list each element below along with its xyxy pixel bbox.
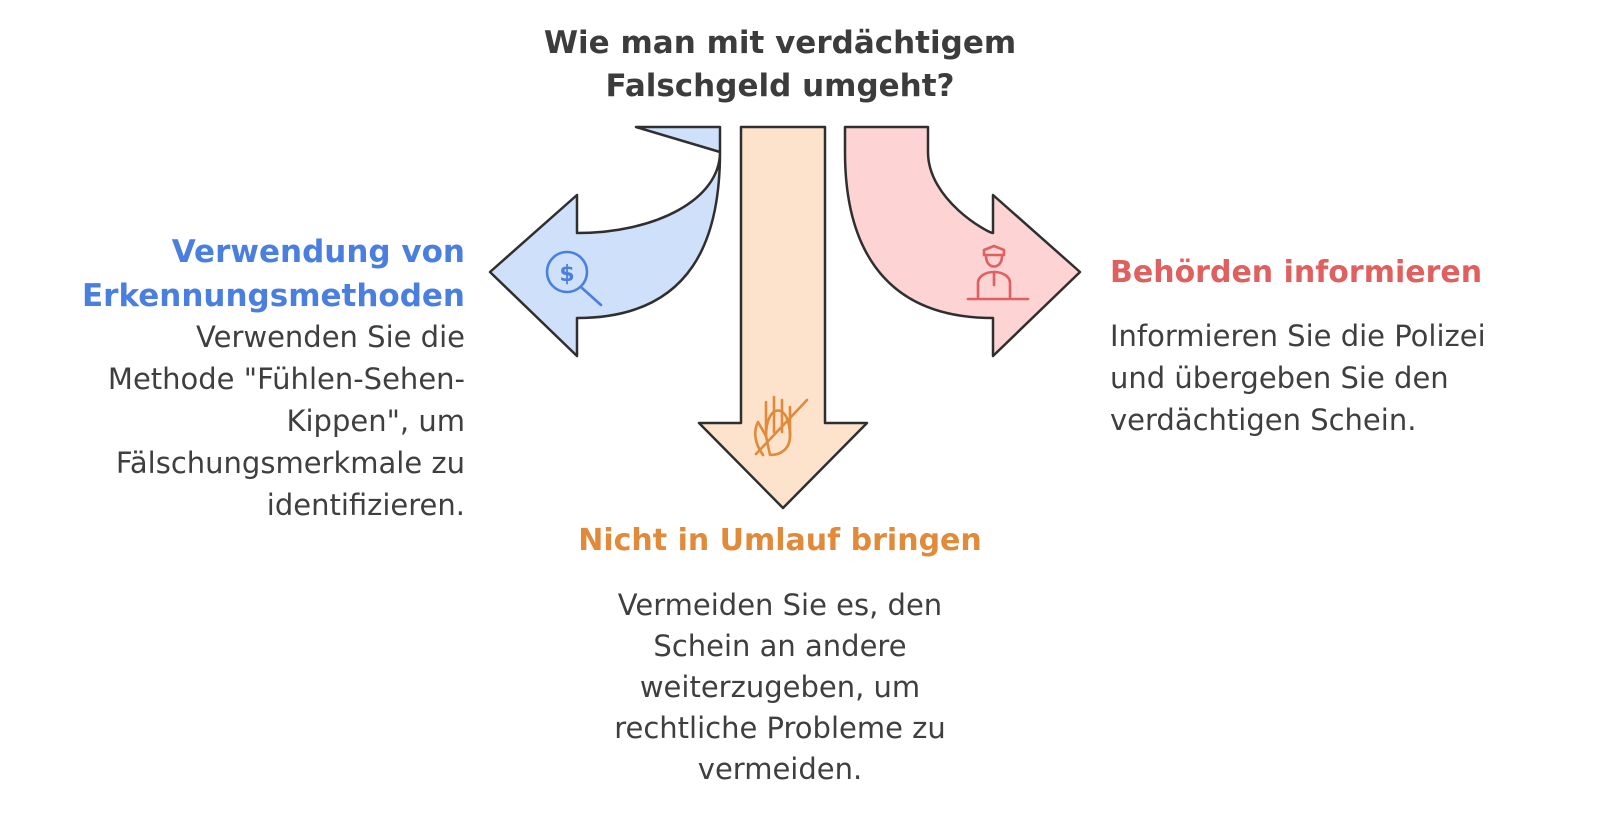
right-branch-arrow — [843, 125, 1082, 358]
right-branch-description: Informieren Sie die Polizei und übergebe… — [1110, 319, 1486, 437]
left-branch-description: Verwenden Sie die Methode "Fühlen-Sehen-… — [107, 320, 465, 522]
left-branch-heading: Verwendung von Erkennungsmethoden — [82, 234, 465, 314]
magnifier-dollar-icon: $ — [545, 250, 603, 307]
bottom-branch-heading: Nicht in Umlauf bringen — [578, 523, 982, 558]
diagram-title: Wie man mit verdächtigem Falschgeld umge… — [543, 25, 1017, 104]
svg-text:$: $ — [559, 262, 574, 287]
left-branch-arrow — [488, 125, 722, 358]
crossed-hand-icon — [753, 395, 809, 457]
police-officer-icon — [966, 244, 1030, 301]
bottom-branch-description: Vermeiden Sie es, den Schein an andere w… — [614, 588, 946, 786]
right-branch-heading: Behörden informieren — [1110, 255, 1483, 290]
bottom-branch-arrow — [697, 125, 869, 510]
